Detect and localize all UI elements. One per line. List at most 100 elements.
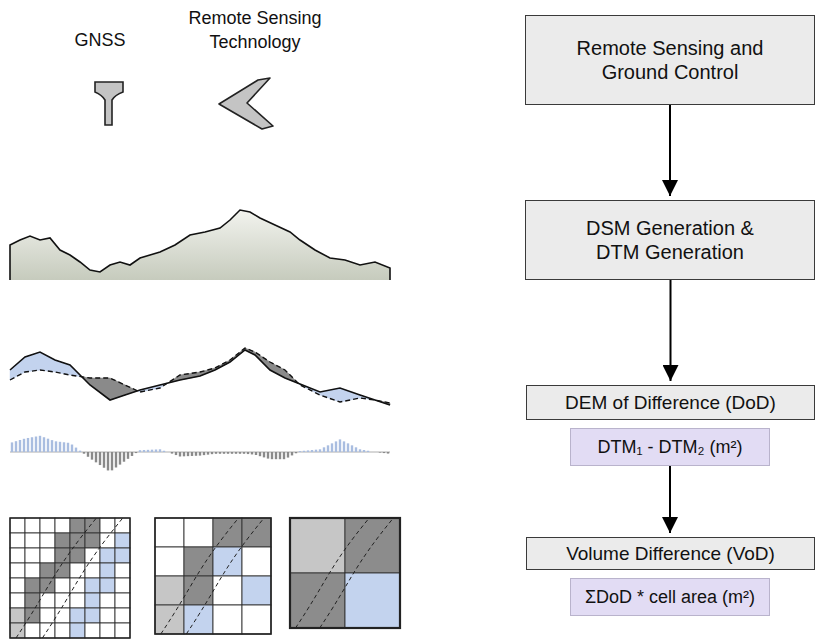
raster-cell xyxy=(290,518,345,573)
raster-cell xyxy=(184,518,213,547)
erosion-area xyxy=(116,381,118,398)
erosion-area xyxy=(100,378,102,394)
raster-cell xyxy=(85,533,100,548)
deposition-area xyxy=(34,353,36,370)
negative-bar xyxy=(103,452,105,468)
positive-bar xyxy=(23,439,25,452)
deposition-area xyxy=(60,362,62,374)
raster-cell xyxy=(70,608,85,623)
deposition-area xyxy=(24,357,26,373)
positive-bar xyxy=(63,442,65,452)
raster-cell xyxy=(10,533,25,548)
raster-cell xyxy=(40,533,55,548)
negative-bar xyxy=(215,452,217,454)
deposition-area xyxy=(68,364,70,375)
negative-bar xyxy=(251,452,253,454)
negative-bar xyxy=(131,452,133,456)
node-text: DSM Generation & DTM Generation xyxy=(580,216,760,264)
negative-bar xyxy=(231,452,233,454)
positive-bar xyxy=(311,450,313,452)
negative-bar xyxy=(211,452,213,454)
deposition-area xyxy=(62,362,64,373)
drone-icon xyxy=(219,78,273,129)
positive-bar xyxy=(47,439,49,452)
raster-cell xyxy=(25,518,40,533)
positive-bar xyxy=(143,450,145,452)
negative-bar xyxy=(243,452,245,454)
deposition-area xyxy=(58,361,60,373)
raster-cell xyxy=(40,578,55,593)
deposition-area xyxy=(340,388,342,402)
gnss-icon xyxy=(95,82,123,125)
raster-cell xyxy=(184,547,213,576)
node-text: Remote Sensing and Ground Control xyxy=(570,36,770,84)
negative-bar xyxy=(223,452,225,454)
positive-bar xyxy=(75,448,77,452)
erosion-area xyxy=(124,385,126,396)
flow-arrow xyxy=(669,466,671,533)
erosion-area xyxy=(102,378,104,396)
erosion-area xyxy=(118,382,120,398)
deposition-area xyxy=(30,355,32,372)
deposition-area xyxy=(36,353,38,371)
positive-bar xyxy=(19,440,21,452)
illustration-label: Remote Sensing Technology xyxy=(180,6,330,54)
raster-cell xyxy=(155,605,184,634)
channel-outline xyxy=(186,518,264,634)
deposition-area xyxy=(56,360,58,372)
raster-cell xyxy=(155,518,184,547)
raster-cell xyxy=(55,623,70,638)
negative-bar xyxy=(111,452,113,470)
negative-bar xyxy=(207,452,209,455)
raster-cell xyxy=(85,518,100,533)
raster-cell xyxy=(55,578,70,593)
positive-bar xyxy=(155,449,157,452)
raster-cell xyxy=(40,563,55,578)
positive-bar xyxy=(327,445,329,452)
negative-bar xyxy=(247,452,249,454)
raster-cell xyxy=(213,605,242,634)
raster-cell xyxy=(115,608,130,623)
flow-arrow xyxy=(670,280,672,381)
raster-cell xyxy=(100,563,115,578)
raster-cell xyxy=(70,593,85,608)
formula-box: ΣDoD * cell area (m²) xyxy=(570,578,770,616)
raster-cell xyxy=(100,548,115,563)
raster-cell xyxy=(242,576,271,605)
raster-cell xyxy=(40,608,55,623)
raster-cell xyxy=(115,548,130,563)
raster-cell xyxy=(242,605,271,634)
negative-bar xyxy=(83,452,85,454)
negative-bar xyxy=(271,452,273,459)
positive-bar xyxy=(79,451,81,452)
negative-bar xyxy=(183,452,185,456)
raster-cell xyxy=(70,578,85,593)
raster-cell xyxy=(70,623,85,638)
process-box: DSM Generation & DTM Generation xyxy=(525,200,815,280)
negative-bar xyxy=(383,452,385,453)
deposition-area xyxy=(46,355,48,371)
positive-bar xyxy=(71,445,73,452)
positive-bar xyxy=(151,450,153,452)
positive-bar xyxy=(55,441,57,452)
positive-bar xyxy=(315,450,317,452)
raster-grid xyxy=(10,518,130,638)
negative-bar xyxy=(175,452,177,455)
channel-outline xyxy=(16,518,96,638)
negative-bar xyxy=(255,452,257,455)
raster-cell xyxy=(115,533,130,548)
deposition-area xyxy=(28,355,30,371)
positive-bar xyxy=(15,441,17,452)
negative-bar xyxy=(191,452,193,456)
raster-cell xyxy=(100,533,115,548)
negative-bar xyxy=(127,452,129,459)
negative-bar xyxy=(95,452,97,462)
erosion-area xyxy=(122,384,124,396)
process-box: DEM of Difference (DoD) xyxy=(526,385,815,420)
deposition-area xyxy=(54,359,56,372)
raster-cell xyxy=(55,608,70,623)
negative-bar xyxy=(119,452,121,465)
raster-cell xyxy=(10,563,25,578)
raster-cell xyxy=(213,576,242,605)
difference-areas xyxy=(10,348,390,405)
